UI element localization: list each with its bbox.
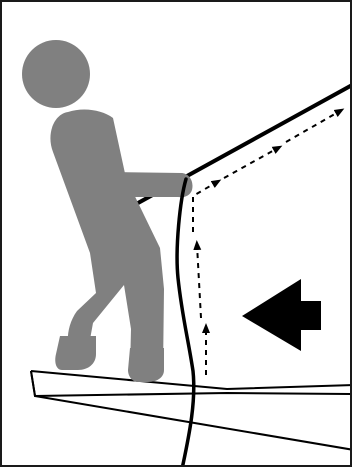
dashed-flow-arrows bbox=[193, 111, 340, 375]
dashed-arrow-diag-1 bbox=[193, 182, 217, 232]
person-head bbox=[22, 40, 90, 108]
person-hand bbox=[168, 173, 192, 197]
dashed-arrow-up-2 bbox=[197, 245, 201, 318]
hanging-cable bbox=[177, 179, 194, 467]
person-figure bbox=[22, 40, 193, 382]
person-foot-left bbox=[55, 336, 96, 370]
person-foot-right bbox=[128, 348, 164, 382]
large-direction-arrow bbox=[242, 279, 321, 351]
